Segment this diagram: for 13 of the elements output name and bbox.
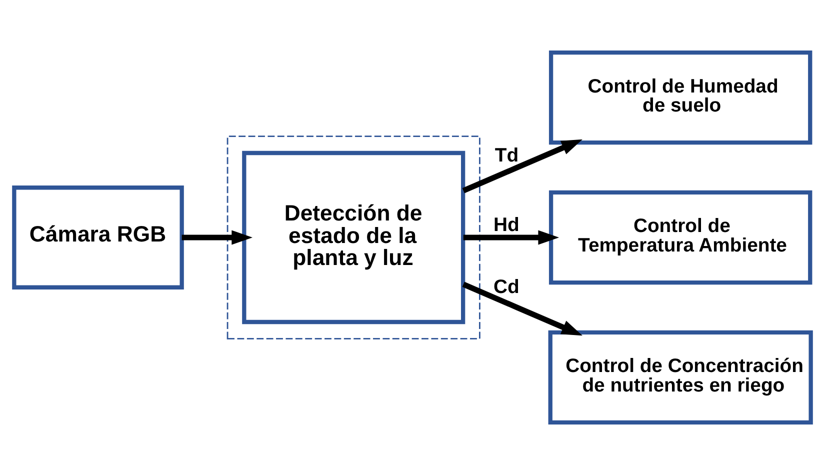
- node-box: Detección de estado de la planta y luz: [242, 150, 466, 324]
- node-box: Cámara RGB: [12, 185, 184, 289]
- arrow: [182, 230, 252, 244]
- cluster: [226, 135, 480, 339]
- arrow: [463, 230, 560, 244]
- edge-label: Cd: [494, 276, 520, 298]
- node-box: Control de Temperatura Ambiente: [548, 190, 812, 284]
- edge-label: Hd: [494, 213, 520, 236]
- node-box: Control de Humedad de suelo: [548, 50, 812, 144]
- node-box: Control de Concentración de nutrientes en riego: [548, 330, 813, 424]
- edge-label: Td: [494, 144, 519, 166]
- arrow: [462, 281, 582, 336]
- arrow: [462, 138, 582, 193]
